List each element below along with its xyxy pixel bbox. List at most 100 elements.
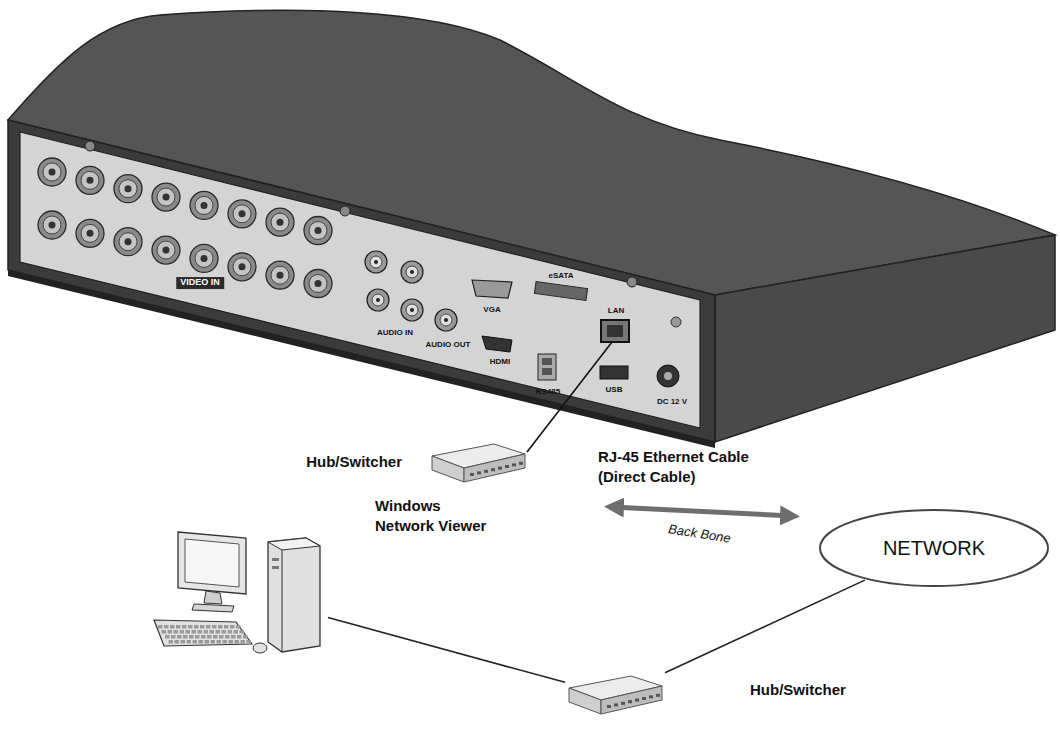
illustration-part bbox=[635, 699, 639, 702]
illustration-part bbox=[195, 635, 200, 639]
rs485-terminal bbox=[542, 358, 552, 365]
illustration-part bbox=[76, 219, 104, 247]
illustration-part bbox=[175, 640, 180, 644]
illustration-part bbox=[181, 640, 186, 644]
illustration-part bbox=[49, 169, 56, 176]
illustration-part bbox=[76, 166, 104, 194]
rca-jack bbox=[435, 309, 457, 331]
hub-switcher: Hub/Switcher bbox=[428, 440, 528, 488]
dc-jack bbox=[664, 372, 672, 380]
illustration-part bbox=[372, 294, 384, 306]
illustration-part bbox=[367, 289, 389, 311]
illustration-part bbox=[512, 463, 516, 466]
illustration-part bbox=[435, 309, 457, 331]
dc-jack bbox=[657, 365, 679, 387]
esata-port bbox=[534, 281, 587, 300]
port-label: AUDIO OUT bbox=[426, 341, 471, 350]
illustration-part bbox=[177, 635, 182, 639]
illustration-part bbox=[365, 251, 387, 273]
hub-shape bbox=[565, 672, 665, 720]
illustration-part bbox=[87, 177, 94, 184]
node-label: Hub/Switcher bbox=[306, 452, 402, 472]
illustration-part bbox=[607, 705, 611, 708]
illustration-part bbox=[440, 314, 452, 326]
illustration-part bbox=[410, 308, 414, 312]
rca-jack bbox=[365, 251, 387, 273]
network-cloud: NETWORK bbox=[818, 508, 1050, 588]
bnc-connector bbox=[228, 253, 256, 281]
screw bbox=[671, 317, 681, 327]
ethernet-cable bbox=[527, 342, 612, 452]
illustration-part bbox=[207, 635, 212, 639]
illustration-part bbox=[477, 471, 481, 474]
bnc-connector bbox=[152, 183, 180, 211]
illustration-part bbox=[235, 640, 240, 644]
bnc-connectors bbox=[38, 158, 332, 298]
illustration-part bbox=[163, 247, 170, 254]
illustration-part bbox=[272, 558, 279, 561]
illustration-part bbox=[168, 630, 173, 634]
illustration-part bbox=[247, 640, 252, 644]
illustration-part bbox=[152, 236, 180, 264]
illustration-part bbox=[201, 255, 208, 262]
illustration-part bbox=[271, 213, 289, 231]
rs485-terminal bbox=[538, 354, 556, 380]
illustration-part bbox=[185, 539, 239, 587]
node-label: Windows Network Viewer bbox=[375, 496, 497, 535]
illustration-part bbox=[239, 263, 246, 270]
illustration-part bbox=[309, 222, 327, 240]
illustration-part bbox=[193, 640, 198, 644]
screw bbox=[85, 141, 95, 151]
illustration-part bbox=[119, 233, 137, 251]
rca-jack bbox=[367, 289, 389, 311]
illustration-part bbox=[164, 625, 169, 629]
illustration-part bbox=[154, 620, 252, 646]
illustration-part bbox=[38, 158, 66, 186]
hub-switcher: Hub/Switcher bbox=[565, 672, 665, 720]
illustration-part bbox=[519, 462, 523, 465]
bnc-connector bbox=[266, 208, 294, 236]
illustration-part bbox=[38, 211, 66, 239]
illustration-part bbox=[163, 194, 170, 201]
illustration-part bbox=[190, 191, 218, 219]
port-label: LAN bbox=[608, 307, 624, 316]
illustration-part bbox=[229, 640, 234, 644]
node-label: NETWORK bbox=[818, 508, 1050, 588]
illustration-part bbox=[218, 625, 223, 629]
bnc-connector bbox=[266, 261, 294, 289]
vga-port bbox=[472, 280, 512, 298]
illustration-part bbox=[277, 272, 284, 279]
illustration-part bbox=[201, 202, 208, 209]
illustration-part bbox=[315, 280, 322, 287]
dvr-right-face bbox=[715, 235, 1055, 442]
illustration-part bbox=[236, 625, 241, 629]
illustration-part bbox=[119, 180, 137, 198]
illustration-part bbox=[210, 630, 215, 634]
illustration-part bbox=[206, 625, 211, 629]
illustration-part bbox=[43, 216, 61, 234]
illustration-part bbox=[464, 454, 525, 482]
illustration-part bbox=[230, 625, 235, 629]
illustration-part bbox=[370, 256, 382, 268]
screw bbox=[340, 206, 350, 216]
illustration-part bbox=[216, 630, 221, 634]
illustration-part bbox=[171, 635, 176, 639]
illustration-part bbox=[401, 299, 423, 321]
illustration-part bbox=[125, 238, 132, 245]
illustration-part bbox=[114, 175, 142, 203]
port-label: HDMI bbox=[490, 358, 510, 367]
dvr-front-face bbox=[8, 120, 715, 442]
illustration-part bbox=[165, 635, 170, 639]
illustration-part bbox=[315, 227, 322, 234]
illustration-part bbox=[621, 702, 625, 705]
illustration-part bbox=[195, 249, 213, 267]
illustration-part bbox=[187, 640, 192, 644]
rca-jack bbox=[401, 261, 423, 283]
rca-jack bbox=[401, 299, 423, 321]
illustration-part bbox=[81, 171, 99, 189]
illustration-part bbox=[642, 697, 646, 700]
bnc-connector bbox=[38, 211, 66, 239]
port-label: DC 12 V bbox=[657, 398, 687, 407]
illustration-part bbox=[192, 604, 234, 612]
illustration-part bbox=[195, 196, 213, 214]
